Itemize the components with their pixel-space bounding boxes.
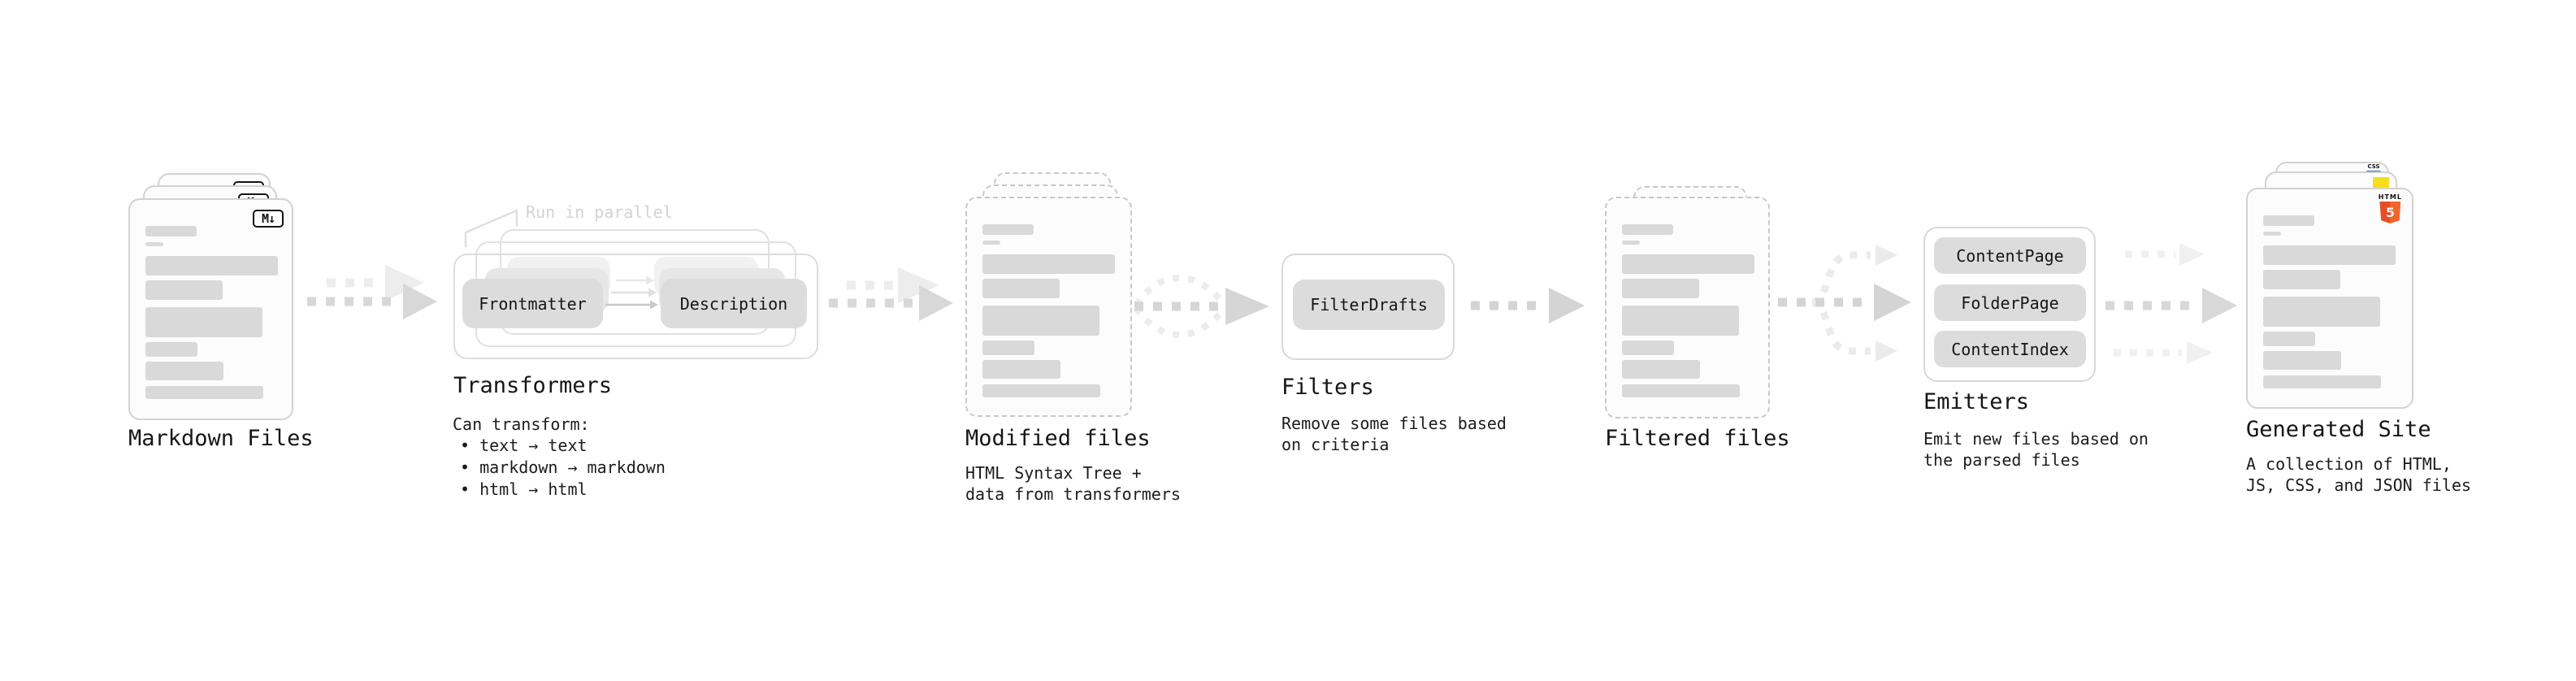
transformers-bullet-list: • text → text • markdown → markdown • ht… — [460, 435, 666, 501]
doc-skeleton-bars — [145, 226, 278, 399]
transformer-inner-arrows — [605, 275, 658, 310]
emitter-pill-contentpage: ContentPage — [1934, 237, 2086, 274]
js-icon — [2373, 177, 2389, 190]
skeleton-bar — [2263, 215, 2314, 226]
transformer-container-front — [453, 254, 818, 359]
emitters-desc: Emit new files based on the parsed files — [1923, 428, 2149, 471]
skeleton-bar — [2263, 270, 2340, 289]
skeleton-bar — [1622, 306, 1739, 336]
html5-icon: HTML 5 — [2379, 193, 2402, 223]
skeleton-bar — [2263, 245, 2396, 265]
skeleton-bar — [2263, 232, 2281, 236]
transformer-pill-frontmatter: Frontmatter — [462, 279, 603, 328]
stage-label-emitters: Emitters — [1923, 389, 2030, 414]
desc-line: JS, CSS, and JSON files — [2246, 475, 2471, 495]
skeleton-bar — [1622, 384, 1740, 397]
bullet-item: • html → html — [460, 479, 588, 499]
desc-line: Remove some files based — [1281, 414, 1507, 433]
doc-skeleton-bars — [1622, 224, 1754, 397]
skeleton-bar — [982, 340, 1034, 355]
skeleton-bar — [2263, 332, 2315, 346]
bullet-item: • text → text — [460, 436, 588, 455]
html5-icon-word: HTML — [2378, 193, 2402, 201]
stage-label-filtered-files: Filtered files — [1605, 426, 1790, 451]
skeleton-bar — [2263, 375, 2381, 388]
stage-label-transformers: Transformers — [453, 373, 613, 398]
modified-files-desc: HTML Syntax Tree + data from transformer… — [965, 462, 1181, 505]
desc-line: HTML Syntax Tree + — [965, 463, 1142, 483]
markdown-file-card-front: M↓ — [128, 198, 293, 420]
css-icon-label: CSS — [2367, 163, 2380, 170]
desc-line: the parsed files — [1923, 450, 2080, 470]
stage-label-filters: Filters — [1281, 375, 1374, 400]
skeleton-bar — [982, 306, 1099, 336]
skeleton-bar — [2263, 351, 2341, 370]
stage-label-markdown-files: Markdown Files — [128, 426, 314, 451]
filters-desc: Remove some files based on criteria — [1281, 413, 1507, 455]
skeleton-bar — [145, 226, 197, 236]
generated-file-card-html: HTML 5 — [2246, 188, 2413, 409]
skeleton-bar — [982, 384, 1100, 397]
doc-skeleton-bars — [2263, 215, 2396, 388]
emitter-pill-contentindex: ContentIndex — [1934, 331, 2086, 367]
transformer-pill-description: Description — [661, 279, 807, 328]
filter-pill-filterdrafts: FilterDrafts — [1293, 280, 1445, 330]
skeleton-bar — [145, 342, 197, 357]
generated-site-desc: A collection of HTML, JS, CSS, and JSON … — [2246, 453, 2471, 496]
skeleton-bar — [982, 224, 1034, 235]
skeleton-bar — [1622, 340, 1674, 355]
annotation-run-in-parallel: Run in parallel — [526, 202, 673, 222]
skeleton-bar — [982, 241, 1000, 245]
skeleton-bar — [2263, 297, 2380, 327]
bullet-item: • markdown → markdown — [460, 458, 666, 477]
skeleton-bar — [145, 280, 223, 300]
modified-file-card-front — [965, 197, 1132, 417]
skeleton-bar — [1622, 241, 1640, 245]
stage-label-modified-files: Modified files — [965, 426, 1151, 451]
transformers-desc-title: Can transform: — [453, 414, 590, 434]
stage-label-generated-site: Generated Site — [2246, 417, 2431, 442]
arrow-filtered-to-emitters — [1778, 245, 1911, 362]
html5-icon-shield: 5 — [2379, 202, 2401, 223]
skeleton-bar — [145, 256, 278, 275]
doc-skeleton-bars — [982, 224, 1115, 397]
desc-line: on criteria — [1281, 435, 1390, 454]
desc-line: data from transformers — [965, 484, 1181, 504]
filters-container — [1281, 254, 1455, 360]
skeleton-bar — [982, 279, 1060, 298]
skeleton-bar — [1622, 360, 1700, 379]
filtered-file-card-front — [1605, 197, 1770, 419]
arrow-modified-to-filters — [1133, 274, 1269, 339]
markdown-icon: M↓ — [253, 210, 284, 228]
html5-icon-number: 5 — [2385, 205, 2395, 220]
skeleton-bar — [982, 360, 1060, 379]
annotation-callout-line — [464, 209, 518, 248]
skeleton-bar — [1622, 279, 1699, 298]
skeleton-bar — [982, 254, 1115, 274]
skeleton-bar — [145, 242, 163, 246]
emitter-pill-folderpage: FolderPage — [1934, 284, 2086, 321]
skeleton-bar — [1622, 254, 1754, 274]
skeleton-bar — [145, 307, 262, 337]
arrow-emitters-to-generated — [2105, 243, 2237, 364]
skeleton-bar — [1622, 224, 1673, 235]
emitters-container — [1923, 227, 2096, 382]
arrow-filters-to-filtered — [1471, 288, 1585, 323]
skeleton-bar — [145, 386, 263, 399]
arrow-transformers-to-modified — [829, 267, 953, 321]
arrow-markdown-to-transformers — [307, 265, 437, 319]
skeleton-bar — [145, 362, 223, 380]
desc-line: Emit new files based on — [1923, 429, 2149, 449]
desc-line: A collection of HTML, — [2246, 454, 2452, 474]
